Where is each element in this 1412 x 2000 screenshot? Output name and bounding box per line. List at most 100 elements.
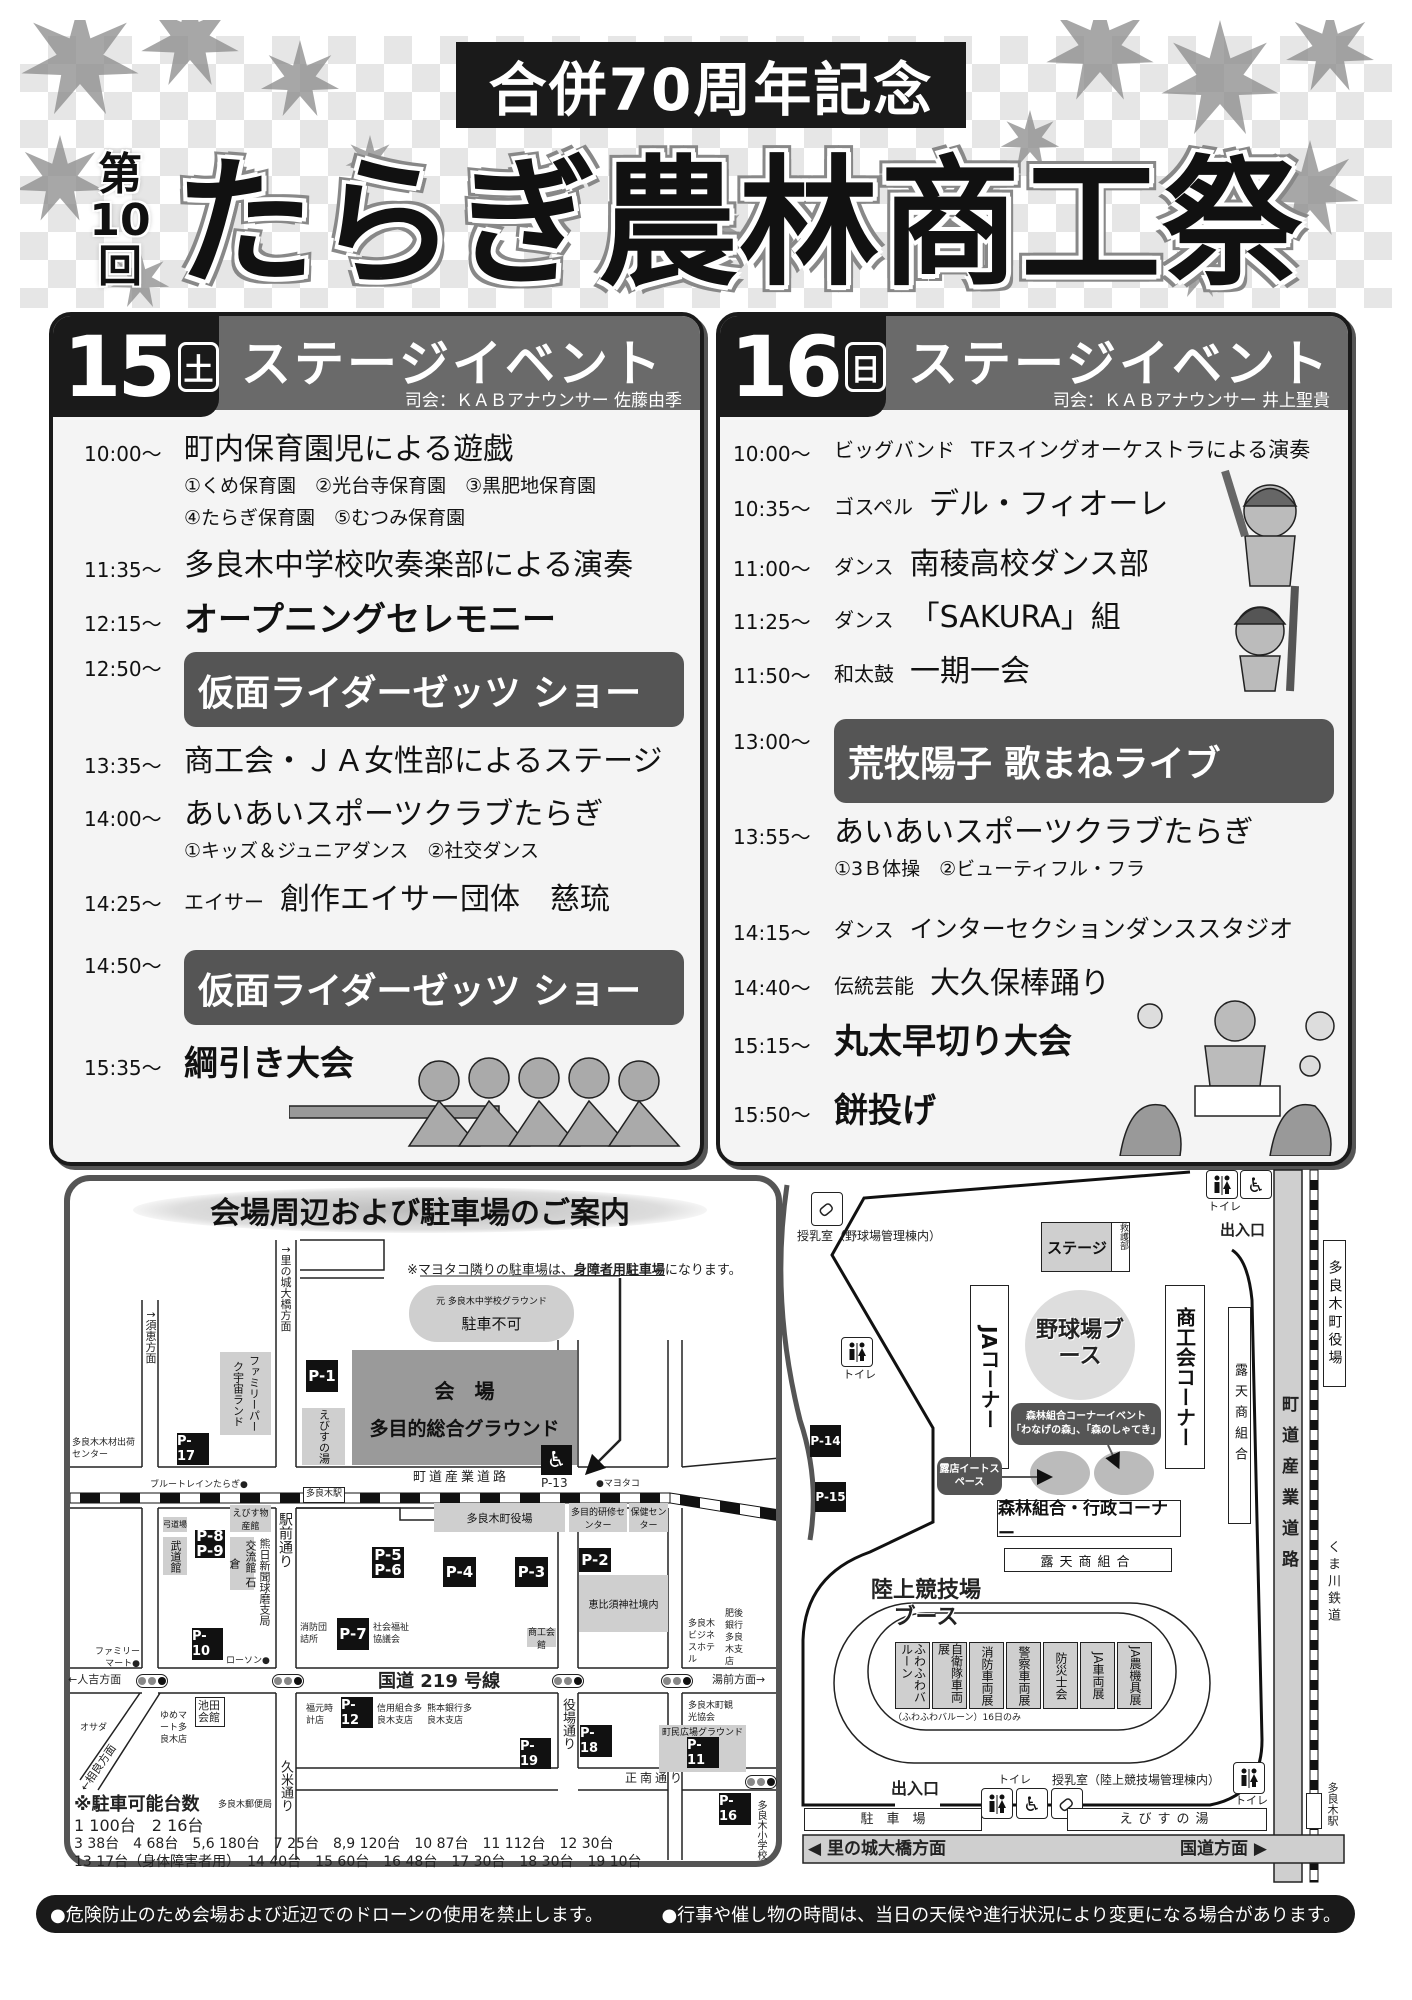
drone-notice: ●危険防止のため会場および近辺でのドローンの使用を禁止します。 (50, 1905, 604, 1926)
parking-p9: P-9 (196, 1542, 224, 1560)
note-emphasis: 身障者用駐車場 (573, 1263, 665, 1278)
sangyo-road-label: 町道産業道路 (1278, 1395, 1298, 1581)
budokan-building: 武道館 (163, 1537, 187, 1575)
event-title: 「SAKURA」組 (909, 600, 1121, 635)
toilet-label: トイレ (998, 1773, 1031, 1786)
toilet-label: トイレ (843, 1368, 876, 1381)
traffic-light-icon (552, 1674, 584, 1688)
maple-leaf-icon (141, 20, 239, 85)
kumamoto-bank-label: 熊本銀行多良木支店 (427, 1704, 473, 1726)
toilet-icon (981, 1788, 1013, 1819)
shokokai-corner: 商工会コーナー (1165, 1285, 1205, 1469)
baseball-booth-label: 野球場ブース (1035, 1318, 1124, 1369)
entrance-label-south: 出入口 (891, 1779, 940, 1798)
event-time: 14:15～ (733, 921, 811, 945)
maple-leaf-icon (1261, 140, 1359, 235)
event-title: 商工会・ＪＡ女性部によるステージ (184, 744, 663, 779)
event-content: 和太鼓一期一会 (834, 652, 1030, 692)
elementary-school-label: 多良木小学校 (755, 1800, 766, 1860)
maple-leaf-icon (1000, 110, 1060, 167)
event-content: ダンスインターセクションダンススタジオ (834, 909, 1293, 949)
event-content: 丸太早切り大会 (834, 1022, 1072, 1062)
family-park-building: ファミリーパーク宇宙ランド (220, 1352, 271, 1435)
event-title: TFスイングオーケストラによる演奏 (971, 438, 1311, 462)
parking-p18: P-18 (580, 1725, 612, 1757)
parking-p8: P-8 (196, 1527, 224, 1545)
event-time: 14:40～ (733, 976, 811, 1000)
business-hotel-label: 多良木ビジネスホテル (688, 1619, 716, 1665)
direction-east: 湯前方面→ (712, 1673, 766, 1686)
event-content: 綱引き大会 (184, 1044, 354, 1084)
event-genre: ダンス (834, 608, 894, 632)
mc-credit: 司会：ＫＡＢアナウンサー 井上聖貴 (1052, 391, 1330, 411)
event-time: 12:15～ (84, 612, 162, 636)
to-bridge-direction: ◀ 里の城大橋方面 (808, 1840, 946, 1859)
note-text: になります。 (664, 1263, 742, 1278)
weekday-badge: 日 (844, 341, 886, 392)
event-time: 13:00～ (733, 730, 811, 754)
event-title: 創作エイサー団体 慈琉 (280, 882, 610, 917)
street-vendors-horizontal: 露天商組合 (1004, 1548, 1172, 1572)
maple-leaf-icon (1170, 240, 1230, 297)
to-bridge-label: 里の城大橋方面 (827, 1839, 946, 1859)
road-kume-label: 久米通り (278, 1760, 293, 1812)
toilet-label: トイレ (1208, 1200, 1241, 1213)
panel-heading: ステージイベント (908, 335, 1331, 393)
weekday-badge: 土 (177, 341, 219, 392)
maple-leaf-icon (110, 250, 170, 307)
ikeda-kaikan-label: 池田会館 (195, 1697, 225, 1727)
event-time: 11:35～ (84, 558, 162, 582)
welfare-label: 社会福祉協議会 (373, 1623, 410, 1645)
route219-label: 国道 219 号線 (378, 1671, 501, 1692)
maple-leaves-decoration (20, 20, 1374, 307)
former-ground-label: 元 多良木中学校グラウンド (436, 1296, 547, 1307)
capacity-line: 1 100台 2 16台 (74, 1816, 204, 1835)
parking-p1: P-1 (306, 1360, 338, 1392)
parking-p16: P-16 (719, 1793, 751, 1825)
edition-prefix: 第 (98, 149, 142, 200)
station-label: 多良木駅 (303, 1487, 345, 1503)
maple-leaf-icon (345, 135, 395, 183)
arrow-left-icon: ◀ (808, 1839, 827, 1859)
area-map-title: 会場周辺および駐車場のご案内 (133, 1187, 707, 1233)
koryukan-building: 交流館 石倉 (228, 1537, 257, 1590)
wheelchair-icon: ♿ (1240, 1170, 1272, 1199)
event-genre: 伝統芸能 (834, 974, 914, 998)
capacity-line: 13 17台（身体障害者用） 14 40台 15 60台 16 48台 17 3… (74, 1854, 642, 1870)
event-content: ダンス「SAKURA」組 (834, 598, 1121, 638)
event-genre: エイサー (184, 890, 264, 914)
event-content: 多良木中学校吹奏楽部による演奏 (184, 546, 633, 586)
nursing-room-label: 授乳室（野球場管理棟内） (797, 1229, 942, 1243)
area-map-panel (64, 1175, 782, 1867)
event-title: オープニングセレモニー (184, 600, 556, 640)
parking-p2: P-2 (579, 1548, 611, 1572)
station-label: 多良木駅 (1326, 1782, 1339, 1826)
booth-police-vehicles: 警察車両展 (1006, 1642, 1041, 1709)
capacity-line: 3 38台 4 68台 5,6 180台 7 25台 8,9 120台 10 8… (74, 1836, 614, 1852)
newspaper-label: 熊日新聞球磨支局 (258, 1538, 271, 1626)
day16-schedule-panel: 16 日 ステージイベント 司会：ＫＡＢアナウンサー 井上聖貴 10:00～ビッ… (716, 312, 1352, 1166)
event-title: 多良木中学校吹奏楽部による演奏 (184, 548, 634, 583)
event-content: 伝統芸能大久保棒踊り (834, 964, 1110, 1004)
yume-mart-label: ゆめマート多良木店 (160, 1711, 188, 1745)
parking-p10: P-10 (192, 1628, 223, 1660)
event-genre: ビッグバンド (834, 438, 955, 462)
event-title: 町内保育園児による遊戯 (184, 432, 514, 467)
footer-notice-bar: ●危険防止のため会場および近辺でのドローンの使用を禁止します。 ●行事や催し物の… (36, 1895, 1355, 1933)
track-booth-label: 陸上競技場ブース (870, 1578, 981, 1630)
event-title: インターセクションダンススタジオ (909, 915, 1294, 943)
event-time: 13:55～ (733, 825, 811, 849)
lumber-center-label: 多良木木材出荷センター (72, 1438, 136, 1460)
featured-event-box: 仮面ライダーゼッツ ショー (184, 652, 684, 727)
mc-credit: 司会：ＫＡＢアナウンサー 佐藤由季 (404, 391, 682, 411)
day15-schedule-panel: 15 土 ステージイベント 司会：ＫＡＢアナウンサー 佐藤由季 10:00～町内… (49, 312, 704, 1166)
road-yakuba-label: 役場通り (560, 1698, 575, 1750)
event-participants: ①くめ保育園 ②光台寺保育園 ③黒肥地保育園 (184, 475, 597, 497)
event-time: 10:00～ (84, 442, 162, 466)
event-content: ダンス南稜高校ダンス部 (834, 545, 1149, 585)
event-genre: ゴスペル (834, 495, 913, 519)
event-participants: ①3Ｂ体操 ②ビューティフル・フラ (834, 858, 1146, 880)
tug-of-war-illustration (289, 1057, 681, 1147)
